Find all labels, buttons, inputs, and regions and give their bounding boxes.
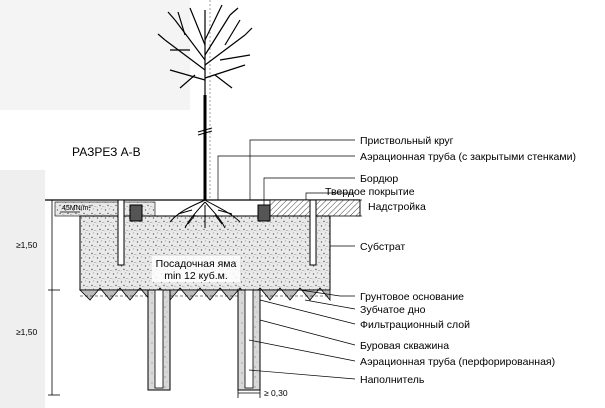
callout-filter-layer: Фильтрационный слой: [360, 319, 470, 331]
pit-label-box: [152, 256, 240, 282]
tree-illustration: [157, 4, 253, 200]
toothed-bottom: [79, 287, 331, 302]
background-texture: [0, 0, 205, 110]
curb-right: [257, 204, 271, 222]
title-box: [0, 110, 190, 170]
load-label: 45MN/m²: [62, 205, 91, 212]
bore-hole-left: [147, 289, 171, 391]
callout-superstructure: Надстройка: [368, 201, 426, 213]
dimension-lines: [48, 199, 261, 398]
callout-aeration-pipe-perforated: Аэрационная труба (перфорированная): [360, 356, 555, 368]
callout-curb: Бордюр: [360, 173, 398, 185]
root-ball: [169, 199, 241, 229]
pit-label-line2: min 12 куб.м.: [164, 270, 228, 282]
aeration-pipe-closed-left: [117, 199, 125, 266]
callout-toothed-bottom: Зубчатое дно: [360, 304, 426, 316]
callout-leaders: [217, 139, 362, 380]
callout-filler: Наполнитель: [360, 374, 425, 386]
bore-width-label: ≥ 0,30: [264, 388, 288, 398]
depth-lower-label: ≥1,50: [16, 327, 37, 337]
callout-substrate: Субстрат: [360, 241, 405, 253]
callout-subgrade: Грунтовое основание: [360, 291, 464, 303]
callout-aeration-pipe-closed: Аэрационная труба (с закрытыми стенками): [360, 151, 576, 163]
curb-left: [129, 204, 143, 222]
callout-bore-hole: Буровая скважина: [360, 340, 449, 352]
callout-tree-circle: Приствольный круг: [360, 135, 454, 147]
depth-upper-label: ≥1,50: [16, 240, 37, 250]
aeration-pipe-closed-right: [309, 199, 317, 266]
callout-hard-pavement: Твердое покрытие: [325, 186, 415, 198]
pit-label-line1: Посадочная яма: [156, 258, 237, 270]
left-ground-strip: [0, 170, 45, 408]
section-title: РАЗРЕЗ А-В: [72, 145, 141, 159]
